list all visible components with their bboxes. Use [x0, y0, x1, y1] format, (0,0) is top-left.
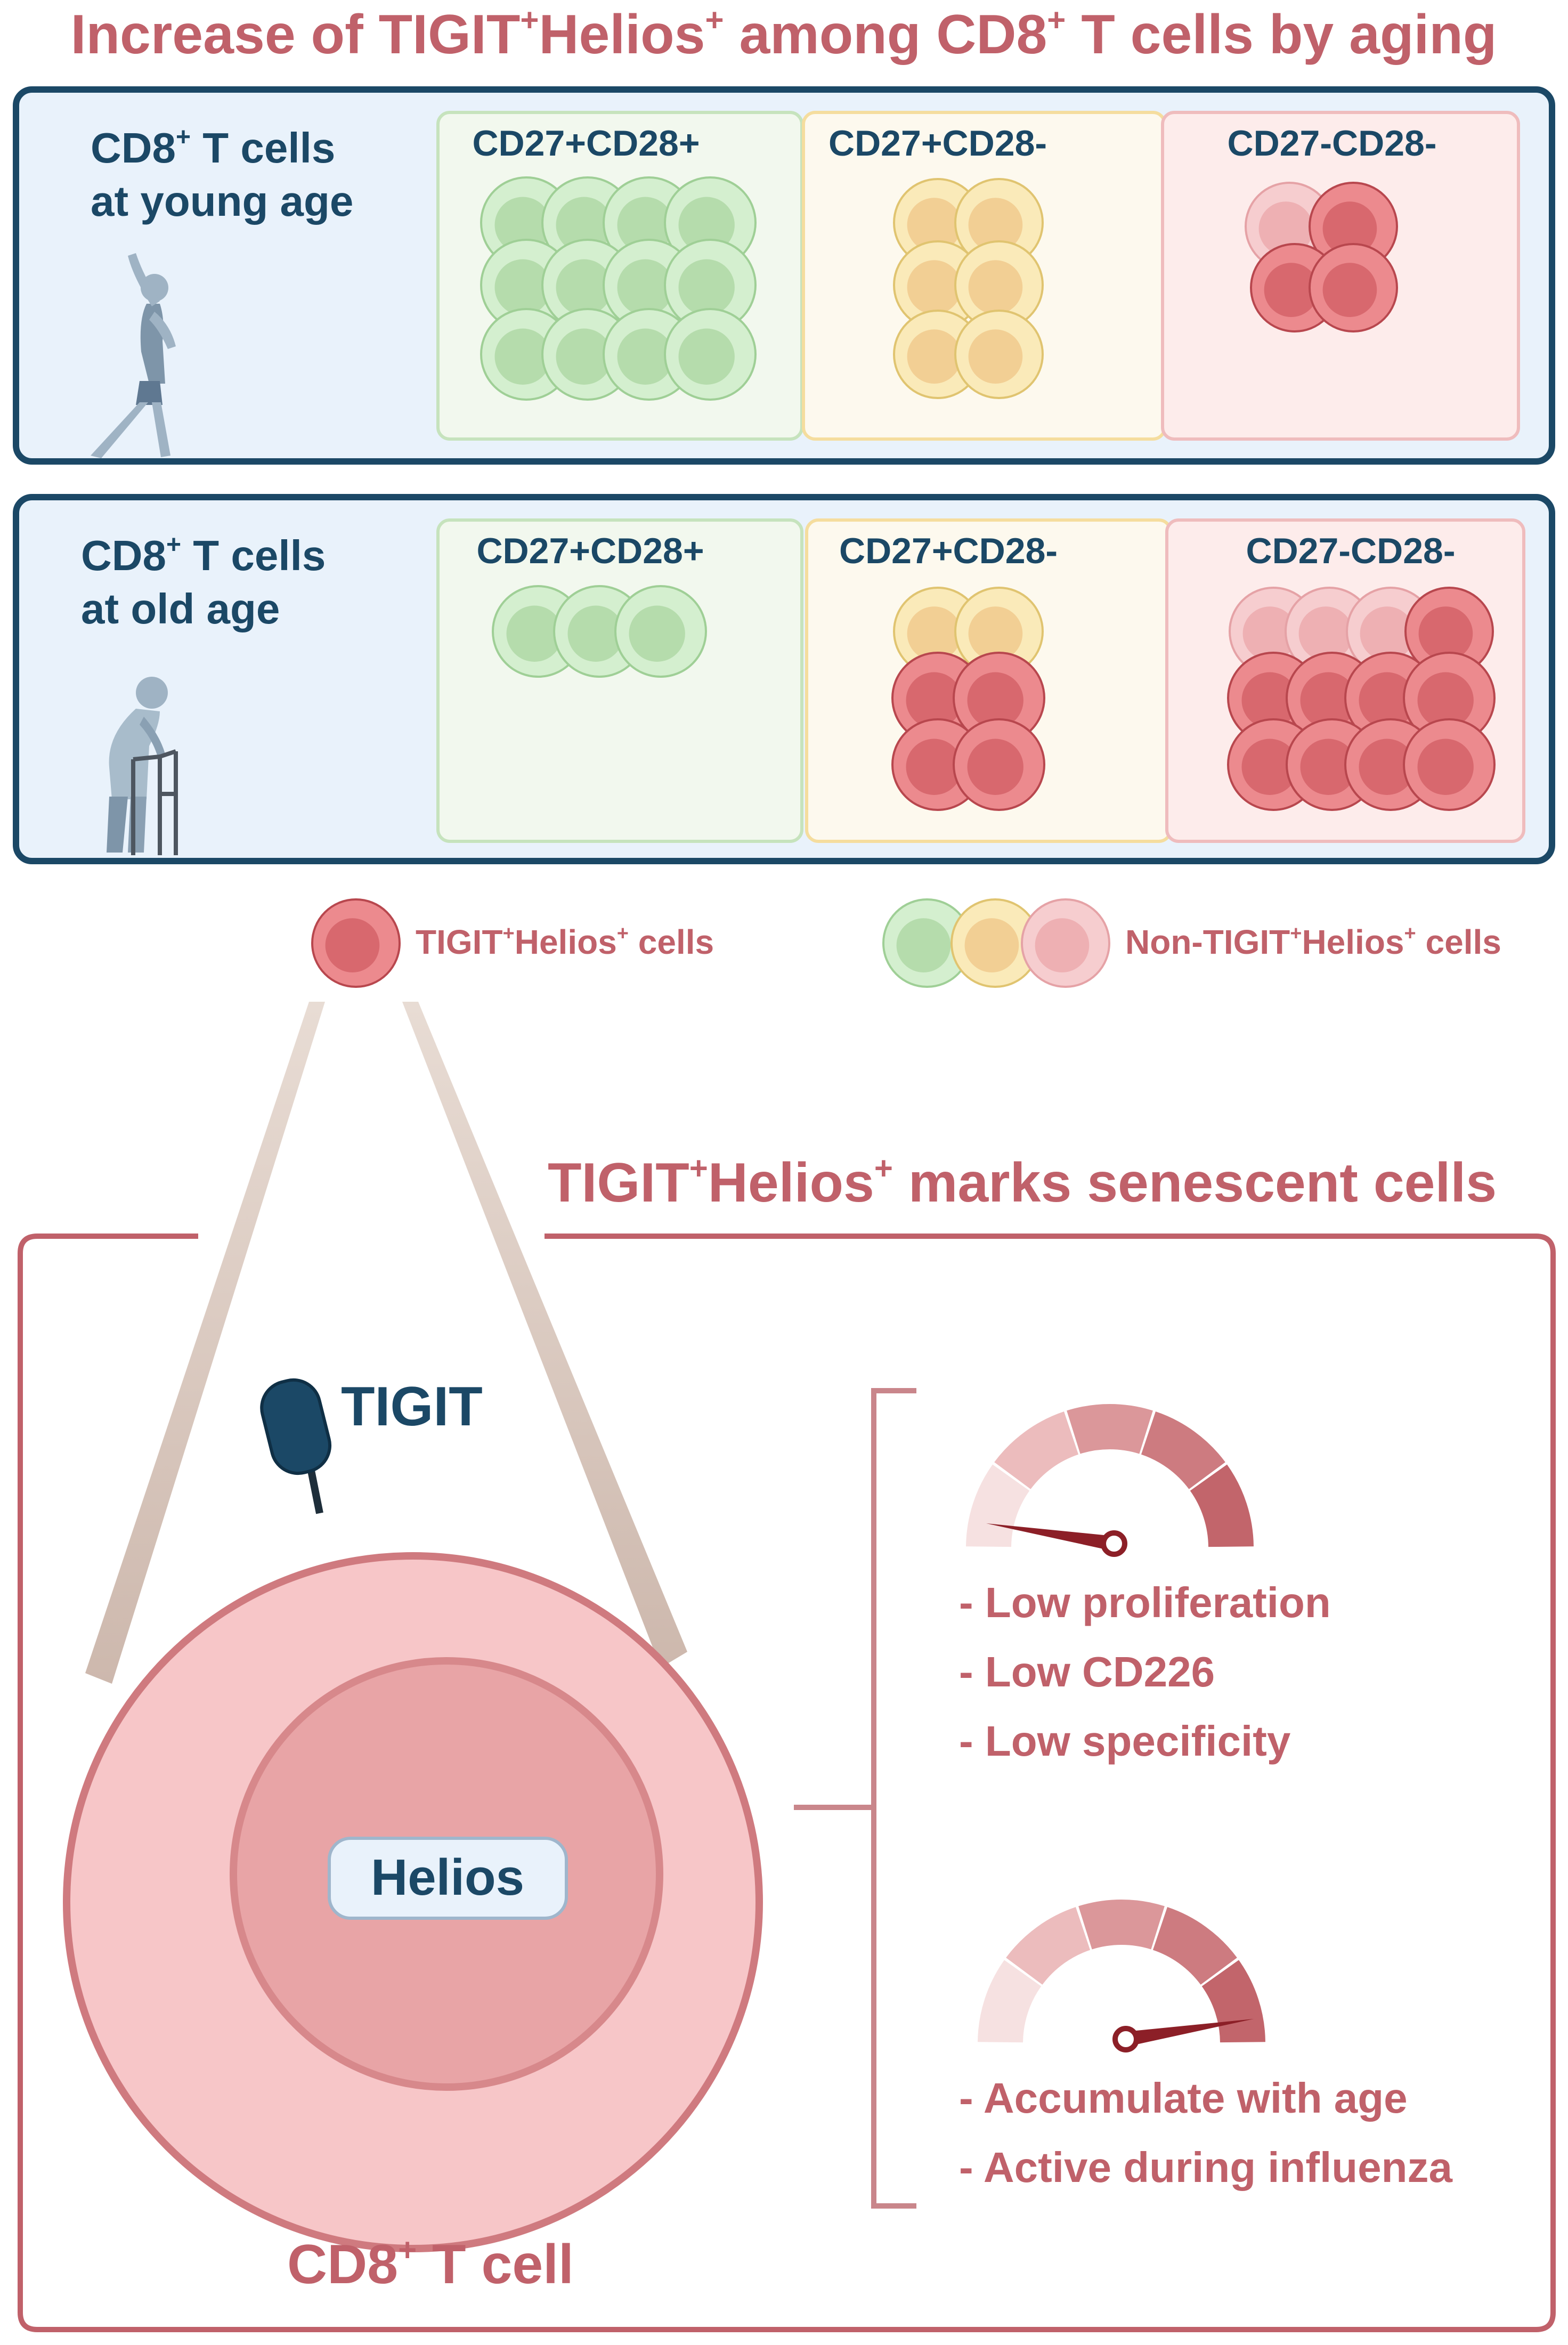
tigit-helios-cell — [953, 718, 1045, 811]
gauge-hub — [1112, 2026, 1139, 2052]
helios-label: Helios — [371, 1849, 524, 1906]
legend-non-tigit-label: Non-TIGIT+Helios+ cells — [1125, 922, 1501, 961]
zoom-beam-right — [402, 1002, 687, 1668]
tigit-receptor-icon — [260, 1378, 332, 1475]
legend: TIGIT+Helios+ cells Non-TIGIT+Helios+ ce… — [311, 898, 1501, 988]
helios-box — [328, 1837, 568, 1920]
gauge2-bullet-1: - Accumulate with age — [959, 2074, 1408, 2122]
gauge-segment — [1141, 1411, 1225, 1489]
green-cell — [614, 585, 707, 678]
gauge-needle-icon — [1124, 2018, 1254, 2047]
tigit-helios-cell — [1403, 652, 1496, 744]
old-col-label-3: CD27-CD28- — [1246, 531, 1456, 571]
gauge2-bullet-2: - Active during influenza — [959, 2144, 1452, 2191]
gauge-segment — [1152, 1907, 1237, 1985]
young-panel-subtitle: at young age — [91, 177, 353, 225]
legend-green-cell-icon — [882, 898, 972, 988]
legend-tigit-cell-icon — [311, 898, 401, 988]
gauge-needle-icon — [986, 1523, 1116, 1551]
old-col-label-2: CD27+CD28- — [839, 531, 1058, 571]
young-col-label-1: CD27+CD28+ — [472, 123, 700, 164]
gauge1-bullet-3: - Low specificity — [959, 1717, 1291, 1765]
gauge-hub — [1101, 1530, 1127, 1557]
young-col-label-3: CD27-CD28- — [1228, 123, 1437, 164]
old-panel-subtitle: at old age — [81, 585, 280, 632]
green-cell — [664, 239, 757, 331]
yellow-cell — [954, 240, 1044, 330]
gauge-segment — [1190, 1464, 1254, 1547]
old-cells — [492, 585, 1496, 811]
gauge-segment — [1067, 1403, 1153, 1454]
yellow-cell — [893, 310, 982, 399]
young-person-icon — [91, 253, 176, 458]
gauge-segment — [994, 1411, 1079, 1489]
tigit-helios-cell — [1309, 182, 1398, 271]
gauge-segment — [1078, 1899, 1165, 1950]
old-panel-title: CD8+ T cells — [81, 531, 326, 579]
gauge1-bullet-2: - Low CD226 — [959, 1648, 1215, 1695]
cd8-t-cell: TIGIT Helios CD8+ T cell — [63, 1376, 763, 2295]
main-title: Increase of TIGIT+Helios+ among CD8+ T c… — [71, 2, 1497, 66]
young-panel-title: CD8+ T cells — [91, 123, 335, 172]
tigit-helios-cell — [1309, 243, 1398, 332]
gauge1-bullet-1: - Low proliferation — [959, 1579, 1331, 1626]
yellow-cell — [893, 178, 982, 267]
tigit-helios-cell — [1403, 718, 1496, 811]
old-age-panel: CD8+ T cells at old age CD27+CD28+ CD27+… — [13, 494, 1555, 864]
section2-title: TIGIT+Helios+ marks senescent cells — [548, 1150, 1497, 1214]
section2-frame — [18, 1234, 1556, 2332]
yellow-cell — [954, 178, 1044, 267]
legend-tigit-label: TIGIT+Helios+ cells — [416, 922, 714, 961]
gauge-high — [978, 1899, 1265, 2052]
young-col-label-2: CD27+CD28- — [828, 123, 1047, 164]
bracket — [794, 1388, 916, 2209]
old-col-label-1: CD27+CD28+ — [476, 531, 704, 571]
tigit-label: TIGIT — [341, 1376, 483, 1438]
legend-pink-cell-icon — [1021, 898, 1110, 988]
yellow-cell — [893, 240, 982, 330]
cell-caption: CD8+ T cell — [287, 2232, 574, 2295]
legend-yellow-cell-icon — [950, 898, 1040, 988]
zoom-beam-left — [85, 1002, 325, 1684]
gauge-segment — [978, 1960, 1042, 2043]
yellow-cell — [954, 310, 1044, 399]
young-cells — [480, 176, 1398, 401]
yellow-cell — [893, 587, 982, 676]
young-age-panel: CD8+ T cells at young age CD27+CD28+ CD2… — [13, 86, 1555, 465]
legend-cells — [311, 898, 1110, 988]
gauge-segment — [1006, 1907, 1091, 1985]
tigit-helios-cell — [1404, 587, 1494, 676]
gauge-low — [966, 1403, 1254, 1557]
gauge-segment — [1201, 1960, 1265, 2043]
old-person-icon — [107, 677, 178, 855]
green-cell — [664, 308, 757, 401]
